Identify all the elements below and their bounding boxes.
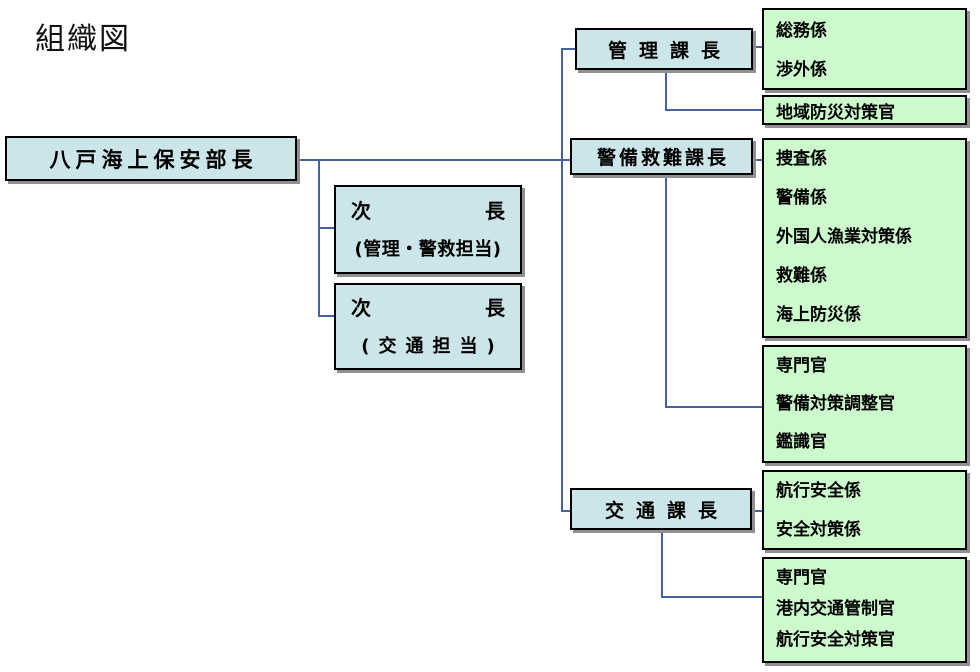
connector-kotsu-officer bbox=[661, 596, 763, 598]
node-admin-section-chief: 管理課長 bbox=[575, 28, 753, 70]
node-traffic-section-chief: 交通課長 bbox=[570, 488, 752, 530]
connector-deputy-trunk bbox=[318, 160, 320, 317]
connector-kanri-stub bbox=[561, 48, 576, 50]
connector-kanri-officer bbox=[665, 109, 763, 111]
unit-label: 鑑識官 bbox=[776, 432, 827, 452]
rank-left: 次 bbox=[351, 198, 371, 223]
connector-kotsu-stub bbox=[561, 510, 571, 512]
node-admin-section-chief-label: 管理課長 bbox=[607, 39, 732, 62]
connector-deputy2-stub bbox=[318, 315, 335, 317]
node-chief-label: 八戸海上保安部長 bbox=[49, 147, 258, 172]
unit-box-traffic-officer: 専門官 港内交通管制官 航行安全対策官 bbox=[762, 557, 967, 663]
node-deputy-traffic-rank: 次 長 bbox=[336, 288, 520, 328]
connector-kanri-down bbox=[665, 70, 667, 111]
node-chief: 八戸海上保安部長 bbox=[5, 136, 297, 181]
node-deputy-admin-duty: (管理・警救担当) bbox=[354, 238, 502, 260]
connector-section-trunk bbox=[561, 48, 563, 512]
node-guard-rescue-section-chief: 警備救難課長 bbox=[570, 138, 753, 175]
unit-box-admin-kakari: 総務係 渉外係 bbox=[762, 8, 967, 90]
node-deputy-traffic-duty: (交通担当) bbox=[361, 335, 504, 357]
unit-box-guard-rescue-kakari: 捜査係 警備係 外国人漁業対策係 救難係 海上防災係 bbox=[762, 138, 967, 338]
unit-label: 港内交通管制官 bbox=[776, 599, 895, 619]
connector-head-to-keibi bbox=[297, 159, 571, 161]
unit-label: 地域防災対策官 bbox=[776, 102, 895, 123]
unit-label: 専門官 bbox=[776, 356, 827, 376]
connector-kotsu-down bbox=[661, 530, 663, 598]
node-deputy-traffic: 次 長 (交通担当) bbox=[334, 283, 522, 370]
unit-box-traffic-kakari: 航行安全係 安全対策係 bbox=[762, 470, 967, 550]
unit-label: 警備係 bbox=[776, 188, 827, 208]
connector-keibi-kakari bbox=[753, 159, 763, 161]
unit-label: 航行安全対策官 bbox=[776, 630, 895, 650]
unit-box-admin-officer: 地域防災対策官 bbox=[762, 95, 967, 125]
unit-label: 救難係 bbox=[776, 266, 827, 286]
node-deputy-admin-rank: 次 長 bbox=[336, 191, 520, 231]
unit-box-guard-rescue-officer: 専門官 警備対策調整官 鑑識官 bbox=[762, 345, 967, 463]
connector-kanri-kakari bbox=[753, 46, 763, 48]
connector-keibi-down bbox=[665, 175, 667, 408]
node-guard-rescue-section-chief-label: 警備救難課長 bbox=[596, 147, 729, 169]
rank-right: 長 bbox=[485, 198, 505, 223]
unit-label: 総務係 bbox=[776, 21, 827, 41]
rank-right: 長 bbox=[485, 295, 505, 320]
unit-label: 専門官 bbox=[776, 568, 827, 588]
unit-label: 警備対策調整官 bbox=[776, 394, 895, 414]
rank-left: 次 bbox=[351, 295, 371, 320]
unit-label: 海上防災係 bbox=[776, 305, 861, 325]
connector-kotsu-kakari bbox=[752, 510, 763, 512]
connector-keibi-officer bbox=[665, 406, 763, 408]
node-traffic-section-chief-label: 交通課長 bbox=[604, 499, 729, 522]
page-title: 組織図 bbox=[35, 22, 131, 57]
unit-label: 捜査係 bbox=[776, 149, 827, 169]
node-deputy-admin: 次 長 (管理・警救担当) bbox=[334, 185, 522, 274]
unit-label: 安全対策係 bbox=[776, 520, 861, 540]
unit-label: 外国人漁業対策係 bbox=[776, 227, 912, 247]
unit-label: 渉外係 bbox=[776, 60, 827, 80]
unit-label: 航行安全係 bbox=[776, 481, 861, 501]
connector-deputy1-stub bbox=[318, 227, 335, 229]
